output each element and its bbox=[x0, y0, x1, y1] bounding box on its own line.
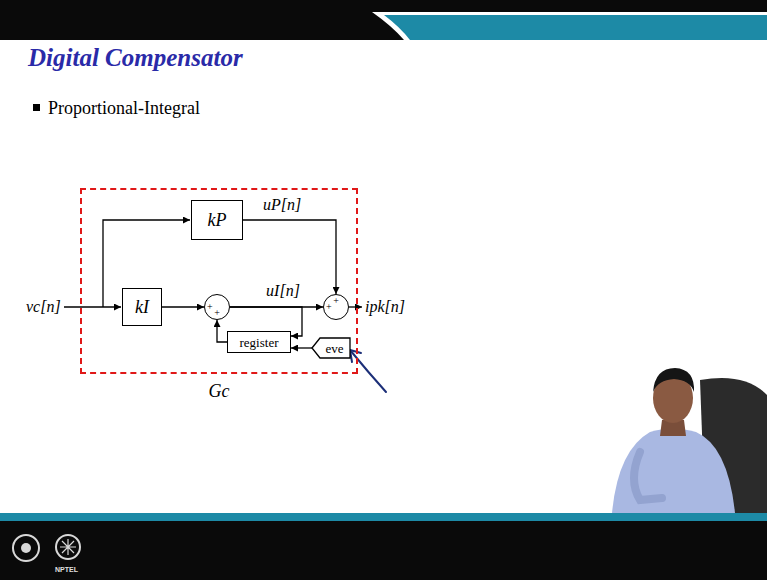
bullet-text: Proportional-Integral bbox=[48, 99, 200, 117]
pointer-arrowhead bbox=[350, 350, 361, 362]
footer-stripe bbox=[0, 513, 767, 521]
presenter-arm bbox=[634, 452, 662, 500]
header-gap bbox=[372, 12, 767, 40]
slide-title: Digital Compensator bbox=[28, 44, 243, 72]
signal-name: vc[n] bbox=[26, 299, 61, 315]
compensator-boundary: GckPkI++++registereve bbox=[80, 188, 358, 374]
gain-block: kI bbox=[122, 288, 162, 326]
bullet-square bbox=[33, 104, 40, 111]
presenter-hair bbox=[653, 368, 694, 392]
signal-name: ipk[n] bbox=[365, 299, 405, 315]
tag-text: eve bbox=[325, 342, 343, 355]
block-label: register bbox=[240, 336, 279, 349]
institute-logo bbox=[13, 535, 39, 561]
signal-connector bbox=[162, 306, 204, 307]
block-label: kI bbox=[135, 298, 149, 316]
sign-mark: + bbox=[207, 302, 213, 312]
header-band bbox=[384, 15, 767, 40]
event-tag: eve bbox=[312, 338, 350, 358]
signal-name: uP[n] bbox=[261, 197, 303, 213]
footer-bar bbox=[0, 521, 767, 580]
signal-connector bbox=[217, 320, 227, 342]
register-block: register bbox=[227, 331, 291, 353]
presenter-backdrop bbox=[612, 360, 767, 513]
signal-connector bbox=[291, 347, 312, 348]
signal-name: uI[n] bbox=[264, 283, 302, 299]
tag-outline-shape bbox=[312, 338, 350, 358]
input-wire bbox=[64, 306, 121, 307]
logo-text: NPTEL bbox=[55, 566, 78, 573]
nptel-logo bbox=[56, 535, 80, 559]
header-bar bbox=[0, 0, 767, 40]
summing-junction: ++ bbox=[323, 294, 349, 320]
output-wire bbox=[349, 306, 362, 307]
sign-mark: + bbox=[333, 296, 339, 306]
institute-logo-centre bbox=[21, 543, 31, 553]
summing-junction: ++ bbox=[204, 294, 230, 320]
sign-mark: + bbox=[214, 308, 220, 318]
block-name: Gc bbox=[209, 382, 230, 400]
presenter-shirt bbox=[612, 429, 735, 514]
block-label: kP bbox=[208, 211, 227, 229]
pointer-arrow bbox=[350, 350, 386, 392]
gain-block: kP bbox=[191, 200, 243, 240]
nptel-logo-spokes bbox=[60, 539, 76, 555]
sign-mark: + bbox=[326, 302, 332, 312]
